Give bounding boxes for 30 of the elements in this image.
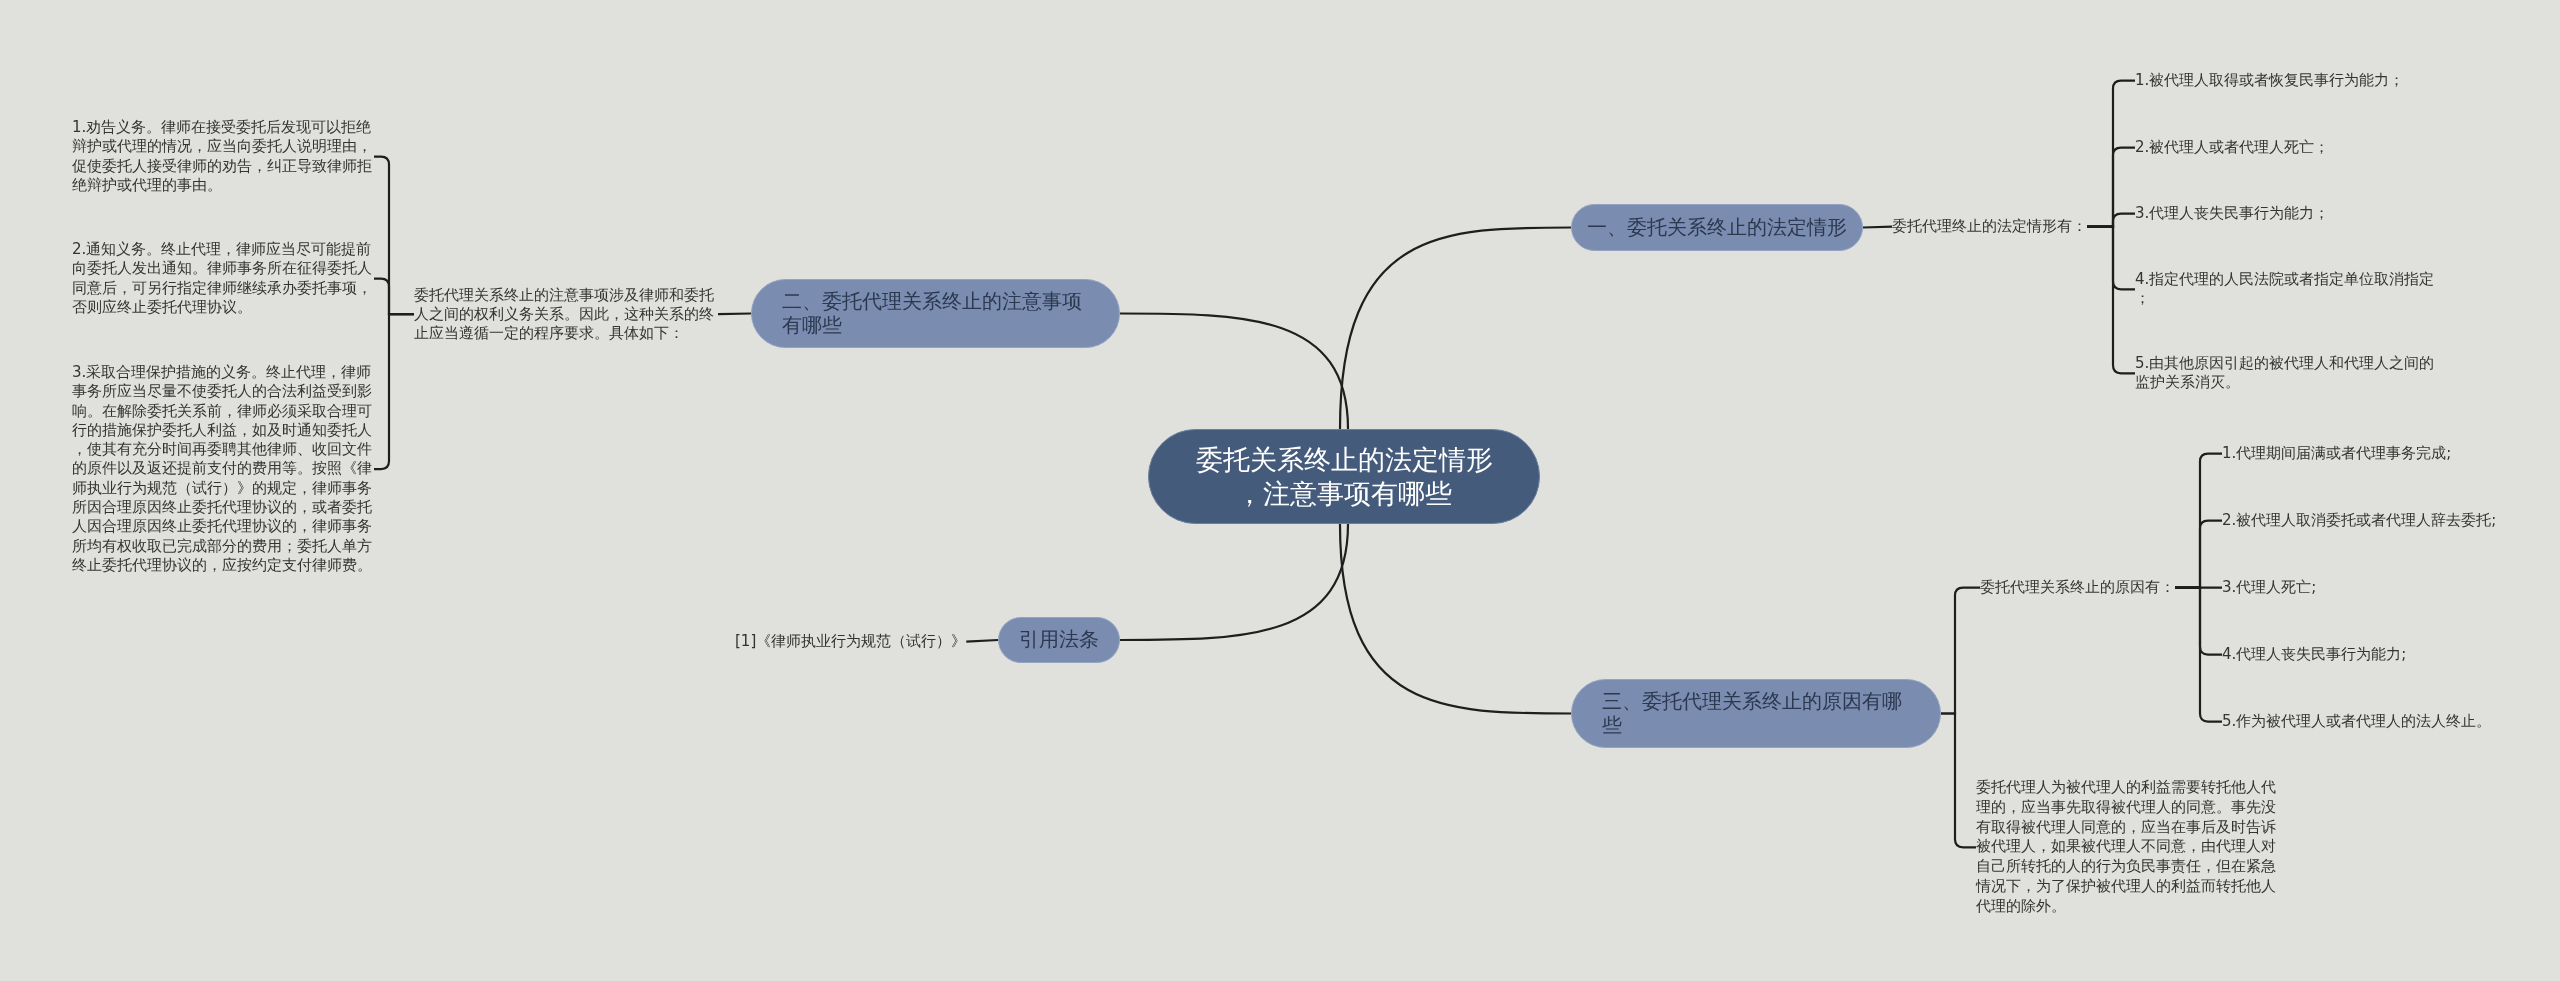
branch-topic: 三、委托代理关系终止的原因有哪些 xyxy=(1571,679,1941,748)
paragraph-text: 2.通知义务。终止代理，律师应当尽可能提前向委托人发出通知。律师事务所在征得委托人同意后，可另行指定律师继续承办委托事项，否则应终止委托代理协议。 xyxy=(72,240,374,318)
branch-topic: 二、委托代理关系终止的注意事项有哪些 xyxy=(751,279,1120,348)
list-item-text: 1.被代理人取得或者恢复民事行为能力； xyxy=(2135,71,2435,91)
connector-line xyxy=(717,312,752,316)
connector-line xyxy=(1338,226,1571,430)
list-item-text: 3.代理人丧失民事行为能力； xyxy=(2135,204,2435,224)
connector-line xyxy=(1338,523,1571,715)
connector-line xyxy=(1120,312,1350,430)
branch-topic: 引用法条 xyxy=(998,617,1120,663)
summary-text: 委托代理关系终止的原因有： xyxy=(1980,578,2175,598)
summary-text: 委托代理终止的法定情形有： xyxy=(1892,217,2087,237)
paragraph-text: 委托代理人为被代理人的利益需要转托他人代理的，应当事先取得被代理人的同意。事先没有取得被代理人同意的，应当在事后及时告诉被代理人，如果被代理人不同意，由代理人对自己所转托的人的行为负民事责任，但在紧急情况下，为了保护被代理人的利益而转托他人代理的除外。 xyxy=(1976,778,2280,917)
paragraph-text: 1.劝告义务。律师在接受委托后发现可以拒绝辩护或代理的情况，应当向委托人说明理由，促使委托人接受律师的劝告，纠正导致律师拒绝辩护或代理的事由。 xyxy=(72,118,374,196)
list-item-text: 5.由其他原因引起的被代理人和代理人之间的监护关系消灭。 xyxy=(2135,354,2435,393)
list-item-text: 3.代理人死亡; xyxy=(2222,578,2317,598)
main-topic: 委托关系终止的法定情形，注意事项有哪些 xyxy=(1148,429,1540,524)
list-item-text: 2.被代理人或者代理人死亡； xyxy=(2135,138,2435,158)
list-item-text: 2.被代理人取消委托或者代理人辞去委托; xyxy=(2222,511,2497,531)
connector-line xyxy=(1120,523,1350,642)
connector-line xyxy=(1862,225,1893,229)
summary-text: 委托代理关系终止的注意事项涉及律师和委托人之间的权利义务关系。因此，这种关系的终止应当遵循一定的程序要求。具体如下： xyxy=(414,286,718,343)
list-item-text: 5.作为被代理人或者代理人的法人终止。 xyxy=(2222,712,2492,732)
list-item-text: 4.指定代理的人民法院或者指定单位取消指定； xyxy=(2135,270,2435,309)
paragraph-text: 3.采取合理保护措施的义务。终止代理，律师事务所应当尽量不使委托人的合法利益受到影响。在解除委托关系前，律师必须采取合理可行的措施保护委托人利益，如及时通知委托人，使其有充分时间再委聘其他律师、收回文件的原件以及返还提前支付的费用等。按照《律师执业行为规范（试行）》的规定，律师事务所因合理原因终止委托代理协议的，或者委托人因合理原因终止委托代理协议的，律师事务所均有权收取已完成部分的费用；委托人单方终止委托代理协议的，应按约定支付律师费。 xyxy=(72,363,374,576)
list-item-text: 1.代理期间届满或者代理事务完成; xyxy=(2222,444,2452,464)
connector-line xyxy=(966,638,999,643)
list-item-text: 4.代理人丧失民事行为能力; xyxy=(2222,645,2407,665)
branch-topic: 一、委托关系终止的法定情形 xyxy=(1571,204,1863,251)
citation-text: [1]《律师执业行为规范（试行）》 xyxy=(735,632,967,652)
